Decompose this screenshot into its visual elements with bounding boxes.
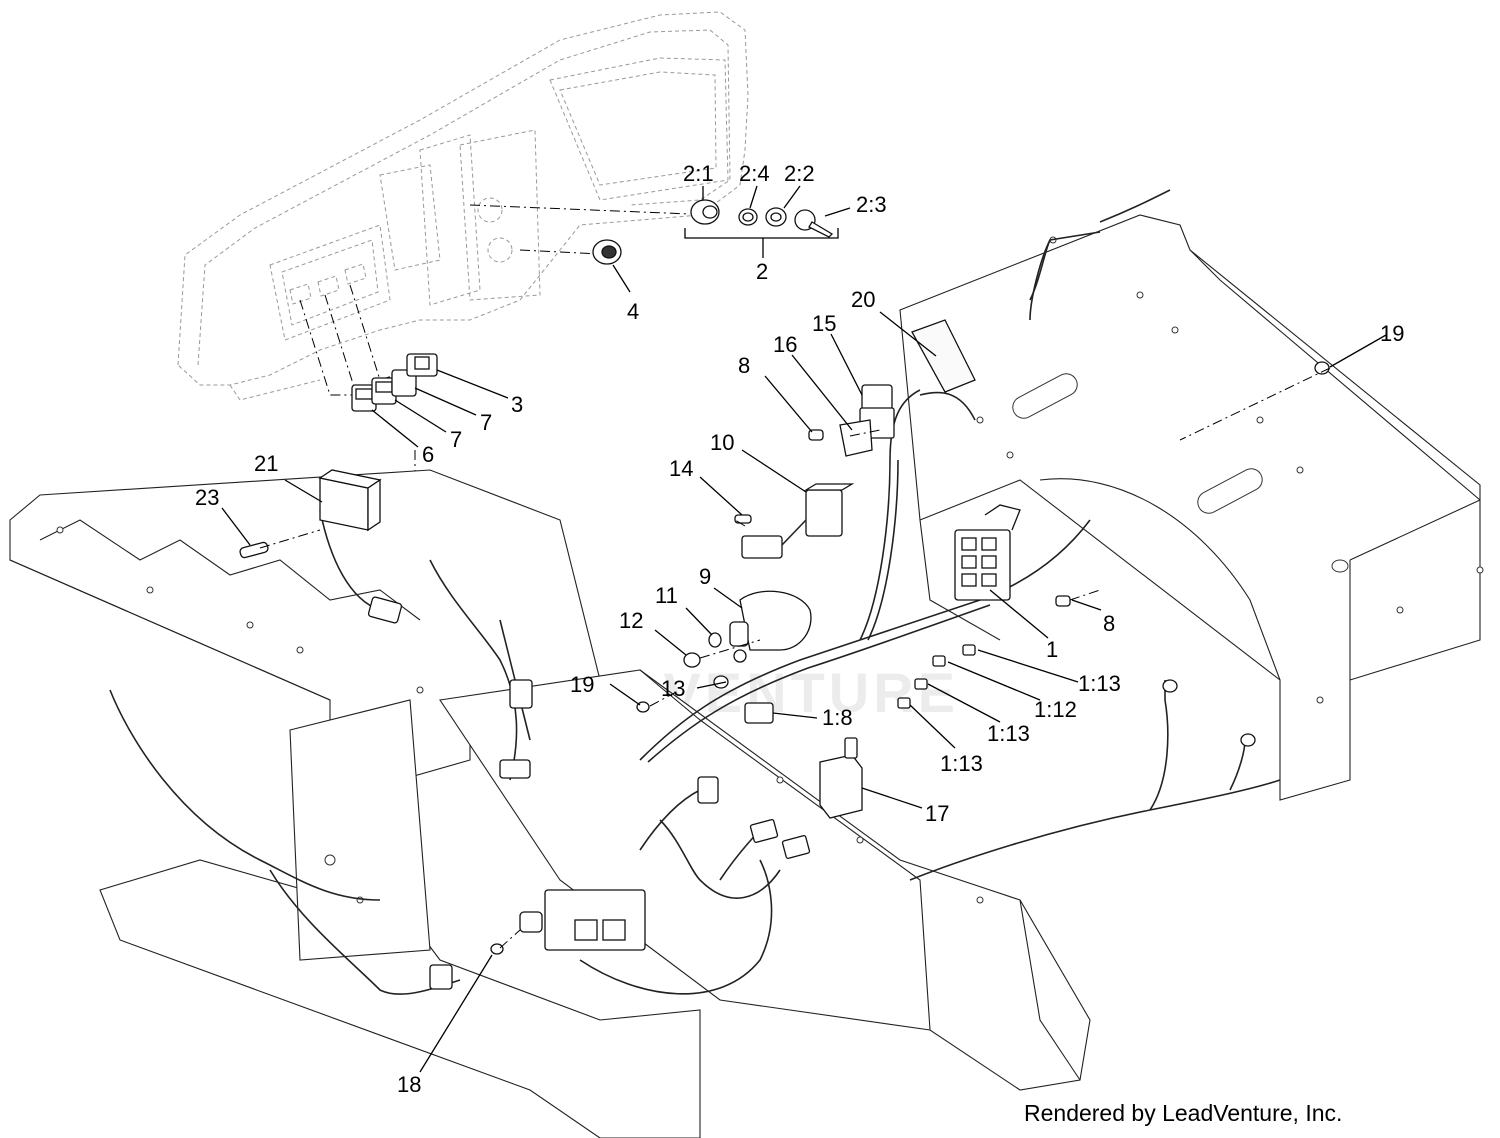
screw-18 — [490, 943, 504, 955]
module-21 — [318, 469, 382, 532]
callout-labels: 2:1 2:4 2:2 2:3 2 4 3 7 7 6 20 15 16 8 1… — [195, 161, 1404, 1097]
callout-11: 11 — [655, 583, 678, 608]
callout-8b: 8 — [1103, 611, 1115, 636]
callout-2-2: 2:2 — [784, 161, 815, 186]
connectors-lower-right — [697, 776, 811, 859]
callout-1-13c: 1:13 — [940, 751, 983, 776]
render-credit: Rendered by LeadVenture, Inc. — [1024, 1100, 1343, 1126]
wiring-harness — [109, 189, 1281, 995]
main-frame — [899, 214, 1484, 801]
callout-2: 2 — [756, 259, 768, 284]
module-10 — [803, 483, 855, 537]
callout-9: 9 — [699, 564, 711, 589]
nut-13 — [713, 675, 729, 689]
callout-2-4: 2:4 — [739, 161, 770, 186]
callout-12: 12 — [619, 608, 643, 633]
callout-2-1: 2:1 — [683, 161, 714, 186]
callout-13: 13 — [661, 676, 685, 701]
connector-21 — [367, 596, 403, 624]
callout-19a: 19 — [1380, 321, 1404, 346]
callout-1-8: 1:8 — [822, 705, 853, 730]
ring-terminal — [1162, 679, 1256, 747]
callout-4: 4 — [627, 299, 639, 324]
bolt-8a — [808, 429, 824, 441]
callout-2-3: 2:3 — [856, 192, 887, 217]
callout-10: 10 — [710, 430, 734, 455]
connector-10 — [741, 519, 807, 559]
washer-11 — [708, 632, 722, 648]
callout-6: 6 — [422, 442, 434, 467]
callout-1: 1 — [1046, 637, 1058, 662]
leader-lines — [221, 185, 1387, 1073]
callout-19b: 19 — [570, 672, 594, 697]
bracket-16 — [839, 419, 873, 457]
callout-15: 15 — [812, 311, 836, 336]
connectors-left — [429, 679, 533, 990]
callout-1-13b: 1:13 — [987, 721, 1030, 746]
callout-1-13a: 1:13 — [1078, 671, 1121, 696]
fuse-1-12 — [932, 655, 946, 667]
relay-17 — [819, 737, 863, 819]
lower-chassis — [99, 669, 1091, 1138]
callout-17: 17 — [925, 801, 949, 826]
dash-panel — [177, 11, 749, 401]
bolt-14 — [734, 514, 752, 524]
callout-18: 18 — [397, 1072, 421, 1097]
relay-block-lower — [519, 889, 646, 951]
fuse-1-13b — [914, 678, 928, 690]
plate-20 — [911, 319, 976, 393]
power-outlet-4 — [592, 239, 622, 265]
nut-12 — [683, 652, 701, 668]
callout-7b: 7 — [450, 427, 462, 452]
pin-23 — [239, 541, 269, 559]
fuse-1-13a — [962, 644, 976, 656]
rocker-switch-3 — [406, 353, 438, 377]
connector-1-8 — [744, 702, 774, 724]
fuse-1-13c — [897, 697, 911, 709]
solenoid-9 — [729, 590, 812, 663]
callout-7a: 7 — [480, 410, 492, 435]
bolt-8b — [1055, 595, 1071, 607]
callout-20: 20 — [851, 287, 875, 312]
callout-1-12: 1:12 — [1034, 697, 1077, 722]
callout-16: 16 — [773, 332, 797, 357]
callout-23: 23 — [195, 485, 219, 510]
fuse-block — [954, 504, 1021, 601]
callout-8a: 8 — [738, 353, 750, 378]
callout-21: 21 — [254, 451, 278, 476]
key-switch-assembly — [690, 199, 834, 238]
callout-3: 3 — [511, 392, 523, 417]
callout-14: 14 — [669, 456, 693, 481]
